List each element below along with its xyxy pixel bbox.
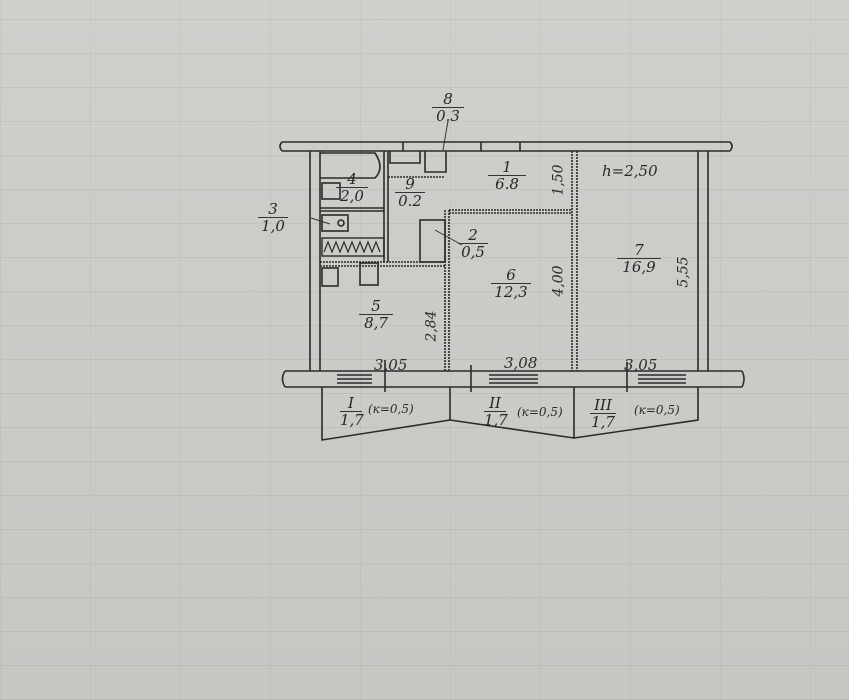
balcony-3-coef: (к=0,5) xyxy=(634,403,680,417)
ceiling-height: h=2,50 xyxy=(602,162,658,180)
balcony-1-coef: (к=0,5) xyxy=(368,402,414,416)
dim-width-7: 3,05 xyxy=(624,356,658,374)
dim-width-5: 3,05 xyxy=(374,356,408,374)
dim-depth-1: 1,50 xyxy=(550,164,567,196)
balcony-2-coef: (к=0,5) xyxy=(517,405,563,419)
dim-width-6: 3,08 xyxy=(504,354,538,372)
dim-depth-7: 5,55 xyxy=(675,256,692,288)
dim-depth-5: 2,84 xyxy=(423,310,440,342)
dim-depth-6: 4,00 xyxy=(550,265,567,297)
